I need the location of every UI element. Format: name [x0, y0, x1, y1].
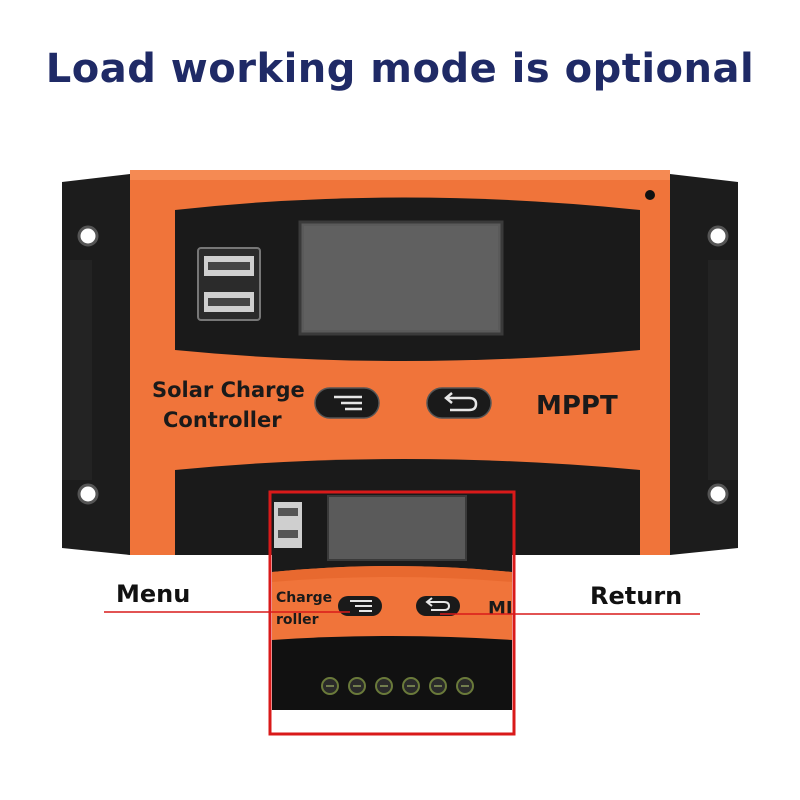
mount-hole-icon	[707, 225, 729, 247]
menu-button[interactable]	[314, 387, 380, 419]
zoom-callout: Charge roller MI	[272, 492, 513, 710]
usb-port-icon	[197, 247, 261, 321]
zoom-text-line1: Charge	[276, 590, 332, 606]
zoom-lcd-screen	[327, 495, 467, 561]
return-button[interactable]	[426, 387, 492, 419]
headline: Load working mode is optional	[45, 46, 755, 92]
device-frame	[62, 174, 738, 555]
brand-line2: Controller	[163, 408, 282, 432]
return-arrow-icon	[444, 392, 478, 412]
zoom-return-button[interactable]	[416, 596, 460, 616]
menu-lines-icon	[334, 395, 362, 411]
return-label: Return	[590, 582, 683, 610]
model-label: MPPT	[536, 391, 618, 421]
menu-label: Menu	[116, 580, 191, 608]
mount-hole-icon	[707, 483, 729, 505]
mount-hole-icon	[77, 483, 99, 505]
zoom-model-fragment: MI	[488, 598, 513, 619]
brand-line1: Solar Charge	[152, 378, 305, 402]
zoom-text-line2: roller	[276, 612, 319, 628]
highlight-frame	[268, 490, 516, 736]
zoom-menu-button[interactable]	[338, 596, 382, 616]
mount-hole-icon	[77, 225, 99, 247]
indicator-led-icon	[645, 190, 655, 200]
